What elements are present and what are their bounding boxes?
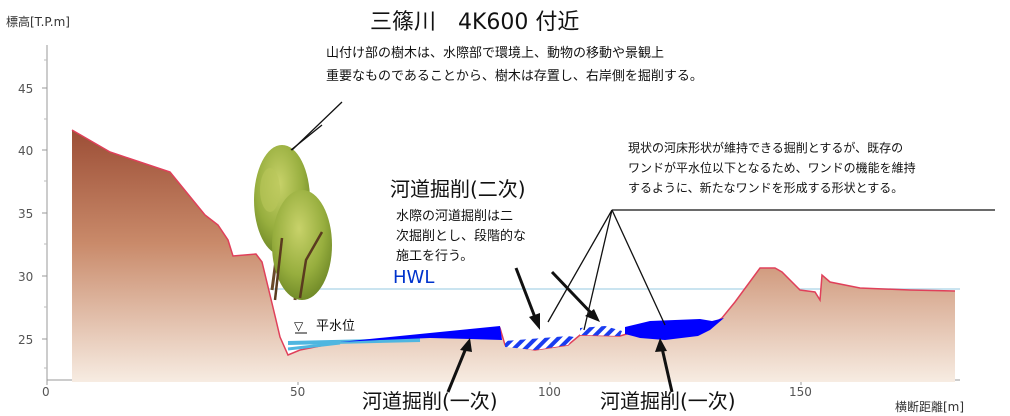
x-axis-label: 横断距離[m]: [895, 399, 964, 414]
hwl-label: HWL: [393, 267, 434, 288]
y-axis-label: 標高[T.P.m]: [6, 14, 70, 29]
second-excavation-title: 河道掘削(二次): [390, 177, 526, 201]
normal-water-symbol: ▽: [294, 319, 304, 333]
y-axis: [42, 45, 48, 380]
arrows: [446, 267, 674, 393]
first-excavation-left: [340, 326, 502, 342]
x-tick-label: 150: [789, 385, 812, 399]
diagram-title: 三篠川 4K600 付近: [370, 10, 579, 35]
x-tick-label: 100: [538, 385, 561, 399]
x-tick-label: 0: [42, 385, 50, 399]
x-tick-label: 50: [290, 385, 305, 399]
y-tick-label: 30: [18, 270, 33, 284]
second-note-line-2: 次掘削とし、段階的な: [396, 228, 526, 244]
wand-note-line-1: 現状の河床形状が維持できる掘削とするが、既存の: [628, 140, 903, 155]
second-note-line-1: 水際の河道掘削は二: [396, 209, 513, 224]
y-tick-label: 45: [18, 82, 33, 96]
first-excavation-right: [625, 318, 724, 340]
tree-graphic: [254, 145, 332, 301]
tree-note-line-2: 重要なものであることから、樹木は存置し、右岸側を掘削する。: [326, 68, 703, 84]
wand-note-line-2: ワンドが平水位以下となるため、ワンドの機能を維持: [628, 160, 916, 175]
ground-profile: [72, 130, 955, 382]
y-tick-label: 25: [18, 333, 33, 347]
y-tick-label: 40: [18, 144, 33, 158]
leader-lines: [290, 101, 995, 331]
water-surface: [287, 341, 341, 351]
water-surface: [287, 338, 421, 345]
arrow-heads: [460, 309, 667, 352]
wand-note-line-3: するように、新たなワンドを形成する形状とする。: [628, 180, 903, 195]
second-excavation-b: [580, 326, 622, 336]
normal-water-label: 平水位: [316, 319, 355, 334]
first-excavation-right-label: 河道掘削(一次): [600, 389, 736, 413]
second-excavation-a: [505, 336, 574, 350]
second-note-line-3: 施工を行う。: [396, 249, 473, 264]
first-excavation-left-label: 河道掘削(一次): [362, 389, 498, 413]
tree-note-line-1: 山付け部の樹木は、水際部で環境上、動物の移動や景観上: [326, 46, 664, 61]
y-tick-label: 35: [18, 207, 33, 221]
